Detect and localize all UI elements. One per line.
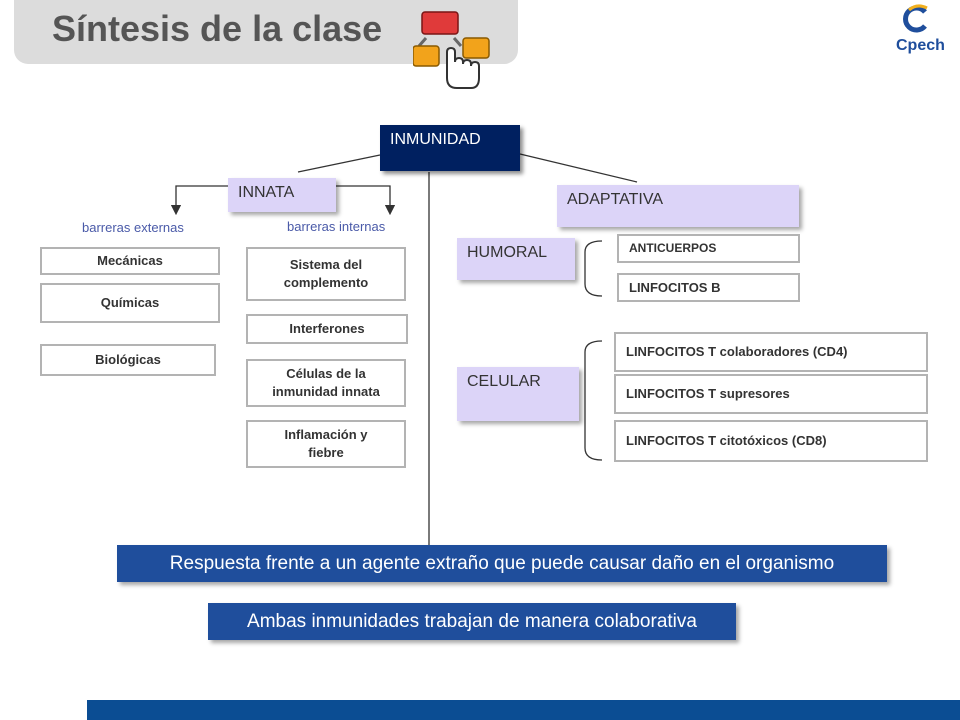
node-celular: CELULAR — [457, 367, 579, 421]
summary-banner-respuesta: Respuesta frente a un agente extraño que… — [117, 545, 887, 582]
cpech-logo-text: Cpech — [896, 37, 945, 54]
root-node-inmunidad: INMUNIDAD — [380, 125, 520, 171]
box-linfocitos-t-colaboradores: LINFOCITOS T colaboradores (CD4) — [614, 332, 928, 372]
box-anticuerpos: ANTICUERPOS — [617, 234, 800, 263]
footer-bar — [87, 700, 960, 720]
box-inflamacion-fiebre: Inflamación y fiebre — [246, 420, 406, 468]
box-sistema-complemento: Sistema del complemento — [246, 247, 406, 301]
page-title: Síntesis de la clase — [52, 8, 383, 49]
box-quimicas: Químicas — [40, 283, 220, 323]
box-biologicas: Biológicas — [40, 344, 216, 376]
cpech-logo-icon — [903, 4, 928, 33]
box-linfocitos-t-citotoxicos: LINFOCITOS T citotóxicos (CD8) — [614, 420, 928, 462]
summary-banner-colaborativa: Ambas inmunidades trabajan de manera col… — [208, 603, 736, 640]
box-mecanicas: Mecánicas — [40, 247, 220, 275]
label-barreras-internas: barreras internas — [287, 219, 386, 234]
box-interferones: Interferones — [246, 314, 408, 344]
flowchart-hand-icon — [413, 11, 490, 89]
box-linfocitos-b: LINFOCITOS B — [617, 273, 800, 302]
node-adaptativa: ADAPTATIVA — [557, 185, 799, 227]
node-innata: INNATA — [228, 178, 336, 212]
node-humoral: HUMORAL — [457, 238, 575, 280]
label-barreras-externas: barreras externas — [82, 220, 184, 235]
box-celulas-inmunidad-innata: Células de la inmunidad innata — [246, 359, 406, 407]
box-linfocitos-t-supresores: LINFOCITOS T supresores — [614, 374, 928, 414]
